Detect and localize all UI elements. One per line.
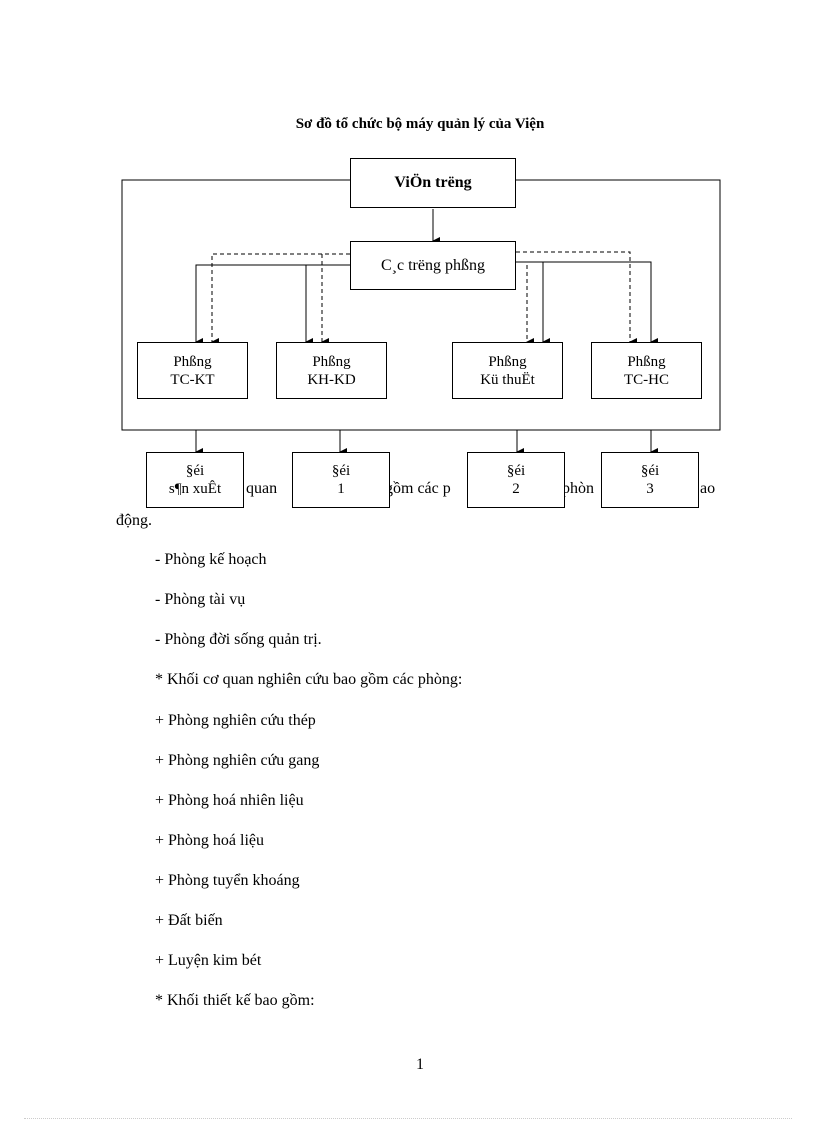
- body-line: * Khối cơ quan nghiên cứu bao gồm các ph…: [155, 671, 463, 688]
- room-label-line1: Phßng: [627, 353, 666, 370]
- overlap-text-phon: phòn: [562, 480, 594, 497]
- team-label-line1: §éi: [506, 463, 526, 479]
- heads-to-tckt-dashed: [211, 253, 350, 346]
- overlap-text-gom-cac: gồm các p: [385, 480, 451, 497]
- room-box-tckt: Phßng TC-KT: [137, 342, 248, 399]
- room-label-line2: TC-KT: [170, 371, 215, 388]
- body-line: - Phòng kế hoạch: [155, 551, 267, 568]
- overlap-text-ao: ao: [700, 480, 716, 497]
- heads-label: C¸c tr­ëng phßng: [381, 256, 485, 274]
- room-label-line2: KH-KD: [307, 371, 356, 388]
- body-line: - Phòng tài vụ: [155, 591, 246, 608]
- body-line: + Phòng nghiên cứu gang: [155, 752, 320, 769]
- body-line: + Phòng hoá nhiên liệu: [155, 792, 304, 809]
- heads-box: C¸c tr­ëng phßng: [350, 241, 516, 290]
- room-label-line1: Phßng: [488, 353, 527, 370]
- team-box-san-xuat: §éi s¶n xuÊt: [146, 452, 244, 508]
- heads-to-tchc-dashed: [516, 251, 637, 346]
- room-box-kythuat: Phßng Kü thuËt: [452, 342, 563, 399]
- team-label-line1: §éi: [640, 463, 660, 479]
- team-box-2: §éi 2: [467, 452, 565, 508]
- body-line: + Đất biến: [155, 912, 223, 929]
- director-box: ViÖn tr­ëng: [350, 158, 516, 208]
- team-label-line2: 3: [646, 481, 654, 497]
- team-box-3: §éi 3: [601, 452, 699, 508]
- room-box-tchc: Phßng TC-HC: [591, 342, 702, 399]
- heads-to-tchc-solid: [516, 261, 658, 346]
- body-line: - Phòng đời sống quản trị.: [155, 631, 322, 648]
- outer-frame-left: [121, 179, 721, 431]
- body-line: + Luyện kim bét: [155, 952, 262, 969]
- body-line: * Khối thiết kế bao gồm:: [155, 992, 315, 1009]
- body-line: + Phòng tuyển khoáng: [155, 872, 300, 889]
- team-box-1: §éi 1: [292, 452, 390, 508]
- page-bottom-rule: [24, 1118, 792, 1119]
- heads-to-kythuat-dashed: [516, 261, 534, 346]
- room-box-khkd: Phßng KH-KD: [276, 342, 387, 399]
- room-label-line1: Phßng: [173, 353, 212, 370]
- room-label-line1: Phßng: [312, 353, 351, 370]
- team-label-line1: §éi: [185, 463, 205, 479]
- room-label-line2: TC-HC: [624, 371, 669, 388]
- heads-to-tckt-solid: [195, 264, 350, 346]
- team-label-line2: s¶n xuÊt: [168, 481, 222, 497]
- page-number: 1: [416, 1056, 424, 1073]
- paragraph-continuation: động.: [116, 512, 152, 529]
- director-label: ViÖn tr­ëng: [394, 174, 472, 191]
- org-chart-connectors: [121, 179, 721, 456]
- team-label-line2: 1: [337, 481, 345, 497]
- team-label-line2: 2: [512, 481, 520, 497]
- body-line: + Phòng hoá liệu: [155, 832, 265, 849]
- document-title: Sơ đồ tổ chức bộ máy quản lý của Viện: [295, 116, 545, 132]
- room-label-line2: Kü thuËt: [480, 371, 535, 388]
- overlap-text-quan: quan: [246, 480, 278, 497]
- team-label-line1: §éi: [331, 463, 351, 479]
- body-line: + Phòng nghiên cứu thép: [155, 712, 316, 729]
